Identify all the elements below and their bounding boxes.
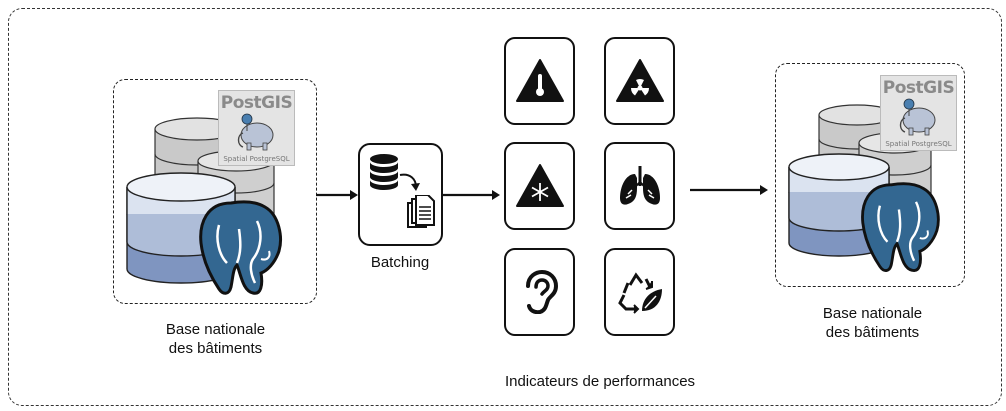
postgis-title: PostGIS bbox=[220, 93, 293, 113]
right-postgis-logo: PostGIS Spatial PostgreSQL bbox=[880, 75, 957, 151]
ear-icon bbox=[525, 270, 558, 314]
right-caption-line1: Base nationale bbox=[822, 305, 923, 322]
right-caption-line2: des bâtiments bbox=[825, 324, 920, 341]
recycle-leaf-icon bbox=[617, 272, 662, 314]
lungs-icon bbox=[619, 166, 660, 205]
arrow-batching-to-indicators bbox=[442, 190, 500, 200]
right-database-icon bbox=[788, 104, 940, 272]
curved-arrow-icon bbox=[399, 173, 420, 191]
postgis-subtitle: Spatial PostgreSQL bbox=[885, 140, 952, 148]
database-stack-icon bbox=[370, 154, 398, 190]
snowflake-warning-icon bbox=[515, 164, 564, 207]
arrow-indicators-to-db bbox=[690, 185, 768, 195]
batching-label: Batching bbox=[370, 254, 430, 271]
arrow-db-to-batching bbox=[316, 190, 358, 200]
left-caption-line2: des bâtiments bbox=[168, 340, 263, 357]
left-postgis-logo: PostGIS Spatial PostgreSQL bbox=[218, 90, 295, 166]
left-database-icon bbox=[126, 117, 282, 295]
postgis-subtitle: Spatial PostgreSQL bbox=[223, 155, 290, 163]
postgresql-elephant-logo bbox=[199, 200, 282, 295]
batching-box bbox=[358, 143, 443, 246]
indicator-radiation-tile bbox=[604, 37, 675, 125]
postgis-elephant-icon bbox=[237, 113, 274, 151]
indicator-ear-tile bbox=[504, 248, 575, 336]
indicator-recycle-tile bbox=[604, 248, 675, 336]
postgis-title: PostGIS bbox=[882, 78, 955, 98]
indicator-snowflake-tile bbox=[504, 142, 575, 230]
left-caption-line1: Base nationale bbox=[165, 321, 266, 338]
indicators-label: Indicateurs de performances bbox=[504, 373, 696, 390]
documents-icon bbox=[407, 195, 435, 228]
outer-dashed-frame bbox=[8, 8, 1002, 406]
postgis-elephant-icon bbox=[899, 98, 936, 136]
left-database-caption: Base nationale des bâtiments bbox=[138, 320, 293, 358]
radiation-warning-icon bbox=[615, 59, 664, 102]
indicator-thermometer-tile bbox=[504, 37, 575, 125]
thermometer-warning-icon bbox=[515, 59, 564, 102]
indicator-lungs-tile bbox=[604, 142, 675, 230]
right-database-caption: Base nationale des bâtiments bbox=[795, 304, 950, 342]
postgresql-elephant-logo bbox=[861, 182, 940, 272]
